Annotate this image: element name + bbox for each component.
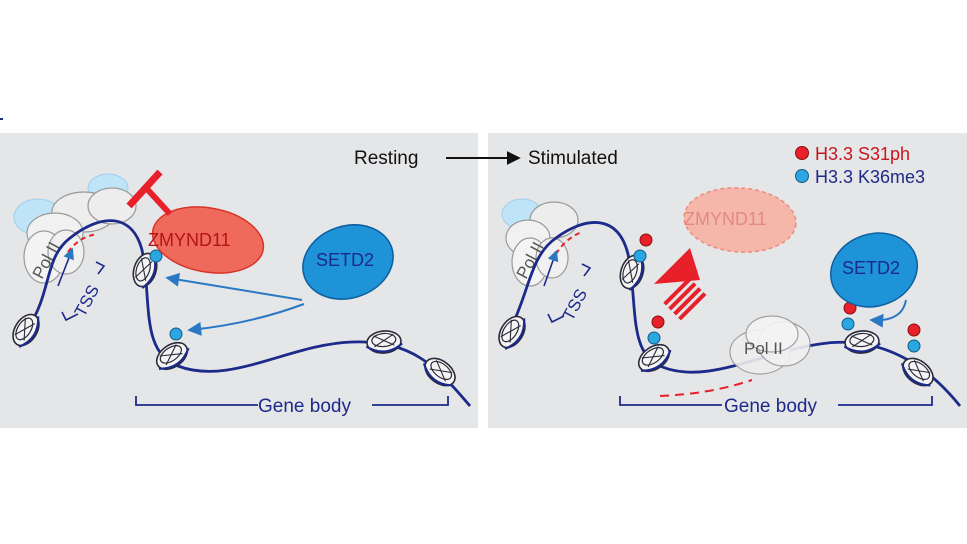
right-tss-bracket-high: [581, 263, 592, 277]
left-gene-body-label: Gene body: [258, 396, 351, 417]
left-setd2-arrow-2: [187, 303, 305, 336]
left-setd2-arrow-1: [165, 272, 303, 301]
right-zmynd11-label: ZMYND11: [684, 209, 767, 229]
right-gene-body-bracket: [619, 396, 933, 406]
left-setd2-label: SETD2: [316, 250, 374, 270]
right-zmynd11-faded: [683, 187, 797, 253]
right-s31ph-mark-1: [639, 233, 653, 247]
right-tss-arrow: [543, 249, 559, 287]
left-inhibition-stem: [145, 187, 173, 217]
right-pol-body-cluster: Pol II: [729, 315, 811, 375]
right-k36me3-mark-3: [841, 317, 855, 331]
right-nascent-rna-body: [659, 379, 753, 397]
left-gene-body-bracket: [135, 396, 449, 406]
left-tss-arrow: [57, 247, 74, 287]
left-inhibition-bar: [126, 169, 163, 209]
edge-mark: [0, 118, 3, 120]
right-setd2-label: SETD2: [842, 258, 900, 278]
left-tss-bracket-low: [61, 311, 79, 322]
left-pol-cluster: Pol II: [13, 173, 137, 284]
left-zmynd11-label: ZMYND11: [148, 230, 231, 250]
right-gene-body-label: Gene body: [724, 396, 817, 417]
left-diagram: Pol II TSS ZMYND11 SETD2: [6, 169, 472, 417]
legend-k36me3-label: H3.3 K36me3: [815, 167, 925, 187]
right-tss-bracket-low: [547, 313, 565, 324]
stimulated-label: Stimulated: [528, 148, 618, 169]
right-s31ph-mark-2: [651, 315, 665, 329]
right-s31ph-mark-4: [907, 323, 921, 337]
left-zmynd11: [151, 206, 265, 274]
legend-s31ph-label: H3.3 S31ph: [815, 144, 910, 164]
legend-k36me3-dot: [795, 169, 809, 183]
right-setd2: [829, 232, 919, 308]
right-k36me3-mark-1: [633, 249, 647, 263]
resting-label: Resting: [354, 148, 418, 169]
left-setd2: [302, 224, 394, 300]
right-dissociation-arrow: [654, 248, 707, 321]
right-pol-body-label: Pol II: [744, 339, 783, 358]
left-k36me3-mark-1: [149, 249, 163, 263]
right-setd2-arrow: [869, 299, 907, 328]
left-k36me3-mark-2: [169, 327, 183, 341]
left-tss-bracket-high: [95, 261, 106, 275]
right-k36me3-mark-4: [907, 339, 921, 353]
right-k36me3-mark-2: [647, 331, 661, 345]
left-panel: [0, 133, 478, 428]
right-diagram: Pol II TSS Pol II: [492, 187, 962, 417]
legend-s31ph-dot: [795, 146, 809, 160]
